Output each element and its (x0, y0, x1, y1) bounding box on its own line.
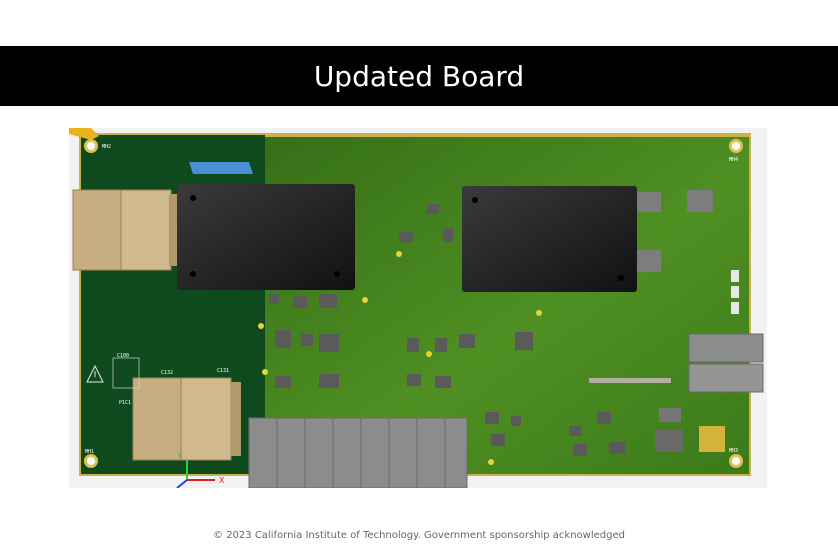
bottom-right-connector (655, 408, 725, 452)
silk-c100: C100 (117, 353, 129, 359)
mounting-hole-icon (729, 139, 743, 153)
pcb-render: MH2 MH4 MH1 MH3 (69, 128, 767, 489)
right-grey-connectors (688, 333, 764, 393)
p1c1-outline (112, 357, 140, 389)
power-module-right (462, 186, 637, 292)
slide-footer: © 2023 California Institute of Technolog… (213, 530, 625, 541)
pcb-render-svg: MH2 MH4 MH1 MH3 (69, 128, 767, 489)
silk-p1c1: P1C1 (119, 400, 131, 406)
mounting-hole-icon (84, 139, 98, 153)
bottom-left-tan-connectors (132, 377, 241, 461)
right-connector-pins (731, 270, 739, 314)
blue-component (189, 162, 253, 174)
regulator-ics (637, 190, 713, 272)
slide-title-bar: Updated Board (0, 46, 838, 106)
silk-mh1: MH1 (85, 449, 94, 455)
silk-c132: C132 (161, 370, 173, 376)
silk-mh2: MH2 (102, 144, 111, 150)
pin-header (589, 378, 671, 383)
left-tan-connectors (72, 189, 179, 271)
yellow-testpoints (258, 251, 542, 465)
silk-c131: C131 (217, 368, 229, 374)
silk-mh3: MH3 (729, 448, 738, 454)
slide-title: Updated Board (313, 59, 525, 93)
warning-triangle-icon (86, 364, 104, 383)
axis-x-label: X (219, 476, 225, 485)
bottom-connector-bank (248, 417, 468, 489)
mounting-hole-icon (84, 454, 98, 468)
axis-y-label: Y (176, 451, 182, 460)
axis-gizmo-icon: X Y (176, 451, 225, 489)
power-module-left (177, 184, 355, 290)
corner-marker (69, 128, 99, 140)
mounting-hole-icon (729, 454, 743, 468)
smd-components (269, 204, 625, 456)
silk-mh4: MH4 (729, 157, 738, 163)
